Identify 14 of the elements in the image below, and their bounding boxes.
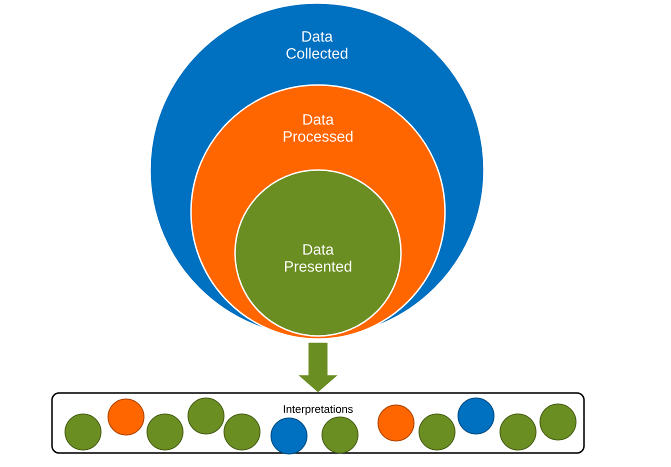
circle [188,398,224,434]
circle [322,416,358,454]
circle [500,414,536,450]
circle [378,404,414,442]
circle-node: Data Presented [234,169,402,337]
circle [458,398,494,434]
circle [540,404,576,440]
circle [108,398,144,436]
circle [146,414,184,450]
interpretations-box: Interpretations [51,392,585,454]
circle [418,414,456,450]
circle [270,418,308,454]
circle [64,414,102,450]
circle [224,414,260,450]
